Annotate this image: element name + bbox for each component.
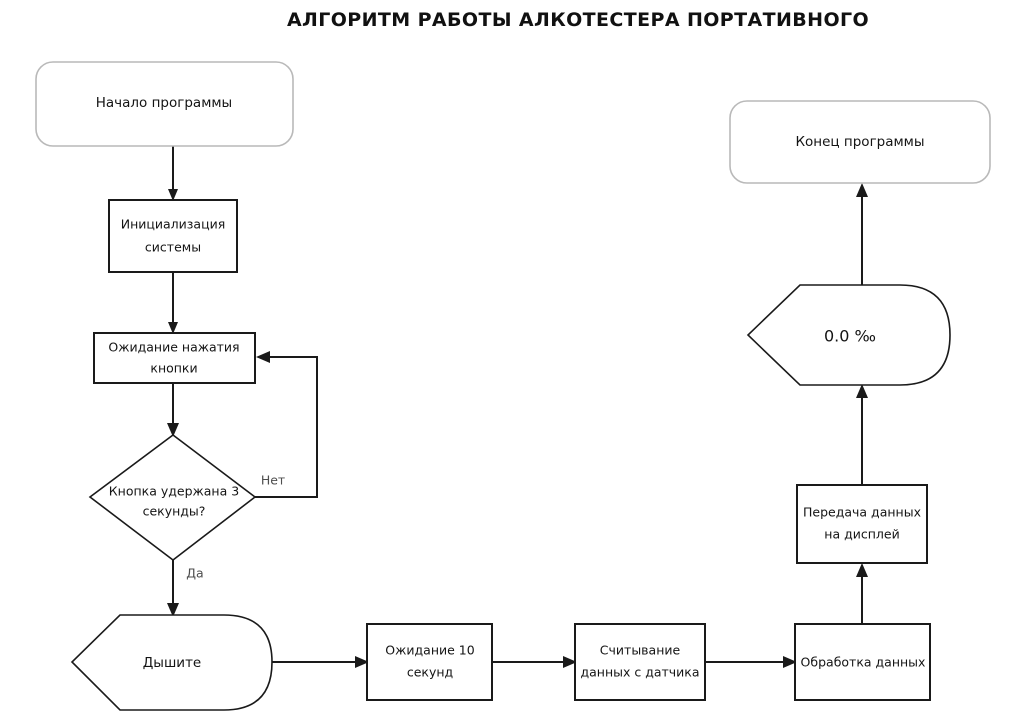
- edge-label-no: Нет: [261, 473, 285, 488]
- node-send-display-label-line2: на дисплей: [824, 527, 899, 542]
- node-start[interactable]: Начало программы: [35, 61, 294, 147]
- node-wait-button-shape[interactable]: [93, 332, 256, 384]
- edge-process-data-to-send-display: [856, 563, 868, 624]
- node-wait-10s-label-line2: секунд: [407, 665, 453, 680]
- node-read-sensor-shape[interactable]: [574, 623, 706, 701]
- node-decision-hold-shape[interactable]: [88, 433, 257, 562]
- edge-init-to-wait-button: [168, 272, 178, 334]
- node-read-sensor[interactable]: Считывание данных с датчика: [574, 623, 706, 701]
- node-start-label: Начало программы: [96, 95, 232, 111]
- node-wait-10s-shape[interactable]: [366, 623, 493, 701]
- edge-start-to-init: [168, 146, 178, 201]
- diagram-title: АЛГОРИТМ РАБОТЫ АЛКОТЕСТЕРА ПОРТАТИВНОГО: [287, 9, 869, 31]
- node-result-value[interactable]: 0.0 ‰: [746, 284, 951, 386]
- node-init-label-line2: системы: [145, 240, 201, 255]
- node-send-display-shape[interactable]: [796, 484, 928, 564]
- node-process-data-label: Обработка данных: [801, 655, 926, 670]
- node-result-value-label: 0.0 ‰: [824, 327, 876, 346]
- edge-wait10s-to-read-sensor: [492, 656, 577, 668]
- node-send-display-label-line1: Передача данных: [803, 505, 921, 520]
- node-end-shape[interactable]: [729, 100, 991, 184]
- node-init-label-line1: Инициализация: [121, 217, 226, 232]
- node-wait-button-label-line1: Ожидание нажатия: [108, 340, 239, 355]
- node-breathe-shape[interactable]: [70, 614, 273, 711]
- edge-decision-no-loop: [255, 351, 318, 498]
- node-wait-button-label-line2: кнопки: [150, 361, 197, 376]
- edge-label-yes: Да: [186, 566, 203, 581]
- edge-breathe-to-wait10s: [272, 656, 369, 668]
- node-wait-button[interactable]: Ожидание нажатия кнопки: [93, 332, 256, 384]
- node-breathe[interactable]: Дышите: [70, 614, 273, 711]
- edge-result-to-end: [856, 183, 868, 285]
- node-send-display[interactable]: Передача данных на дисплей: [796, 484, 928, 564]
- edge-decision-yes-to-breathe: [167, 560, 179, 617]
- node-decision-hold[interactable]: Кнопка удержана 3 секунды?: [88, 433, 257, 562]
- node-end-label: Конец программы: [795, 134, 924, 150]
- node-start-shape[interactable]: [35, 61, 294, 147]
- edge-send-display-to-result: [856, 384, 868, 485]
- edge-wait-button-to-decision: [167, 383, 179, 437]
- node-wait-10s[interactable]: Ожидание 10 секунд: [366, 623, 493, 701]
- node-breathe-label: Дышите: [143, 655, 202, 671]
- node-read-sensor-label-line1: Считывание: [600, 643, 681, 658]
- node-process-data-shape[interactable]: [794, 623, 931, 701]
- node-decision-hold-label-line2: секунды?: [143, 504, 206, 519]
- node-read-sensor-label-line2: данных с датчика: [580, 665, 699, 680]
- node-init[interactable]: Инициализация системы: [108, 199, 238, 273]
- node-result-value-shape[interactable]: [746, 284, 951, 386]
- edge-read-sensor-to-process-data: [705, 656, 797, 668]
- edges-layer: Нет Да: [167, 146, 868, 668]
- node-process-data[interactable]: Обработка данных: [794, 623, 931, 701]
- node-wait-10s-label-line1: Ожидание 10: [385, 643, 474, 658]
- node-init-shape[interactable]: [108, 199, 238, 273]
- node-end[interactable]: Конец программы: [729, 100, 991, 184]
- node-decision-hold-label-line1: Кнопка удержана 3: [109, 484, 239, 499]
